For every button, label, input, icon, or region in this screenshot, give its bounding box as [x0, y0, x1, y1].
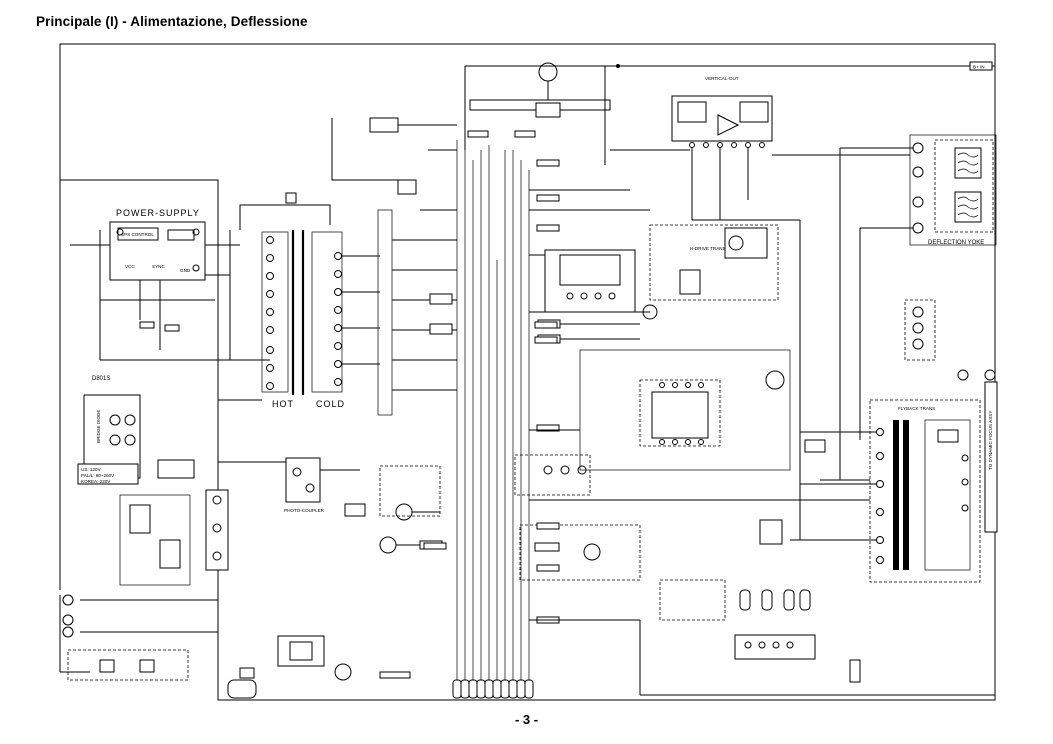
voltage-note-3: KOREA: 220V [81, 479, 111, 484]
hot-label: HOT [272, 399, 294, 409]
harness-lines [452, 140, 534, 699]
deflection-yoke: DEFLECTION YOKE [840, 134, 997, 246]
page-number: - 3 - [514, 712, 539, 727]
lower-center-circuits [514, 454, 995, 696]
svg-text:B+ IN: B+ IN [973, 65, 985, 70]
smps-transformer: HOT COLD [239, 192, 380, 409]
power-supply-block: POWER-SUPPLY SPS CONTROL VCC SYNC GND [70, 208, 270, 361]
svg-text:GND: GND [180, 268, 191, 273]
page-title: Principale (I) - Alimentazione, Deflessi… [36, 14, 308, 29]
svg-text:SPS CONTROL: SPS CONTROL [121, 232, 154, 237]
voltage-note-2: PAL/L: 90~260V [81, 473, 115, 478]
flyback-trans-label: FLYBACK TRANS [898, 406, 935, 411]
board-outline [59, 43, 996, 701]
ew-control-ic [579, 349, 826, 471]
ac-input-section: D801S BRIDGE DIODE US: 120V PAL/L: 90~26… [62, 376, 229, 681]
d801-label: D801S [92, 376, 110, 382]
h-drive-section: H-DRIVE TRANS [529, 224, 779, 344]
top-supply-bus: B+ IN [464, 61, 995, 165]
svg-text:VCC: VCC [125, 264, 135, 269]
bridge-diode-label: BRIDGE DIODE [96, 410, 101, 443]
cold-label: COLD [316, 399, 345, 409]
signal-tags [379, 130, 560, 679]
svg-text:SYNC: SYNC [152, 264, 165, 269]
vertical-out-label: VERTICAL-OUT [705, 76, 739, 81]
power-supply-label: POWER-SUPPLY [116, 208, 200, 218]
interconnect-wires [218, 148, 870, 621]
secondary-rectifiers [331, 117, 457, 416]
dynamic-focus-label: TO DYNAMIC FOCUS ASSY [988, 411, 993, 470]
right-side-connectors: TO DYNAMIC FOCUS ASSY [904, 299, 998, 533]
deflection-yoke-label: DEFLECTION YOKE [928, 240, 984, 246]
h-drive-trans-label: H-DRIVE TRANS [690, 246, 726, 251]
vertical-out-block: VERTICAL-OUT [610, 76, 910, 221]
flyback-transformer: FLYBACK TRANS [790, 399, 981, 583]
photo-coupler-label: PHOTO-COUPLER [284, 508, 325, 513]
photo-coupler-block: PHOTO-COUPLER [227, 457, 443, 699]
voltage-note-1: US: 120V [81, 467, 102, 472]
